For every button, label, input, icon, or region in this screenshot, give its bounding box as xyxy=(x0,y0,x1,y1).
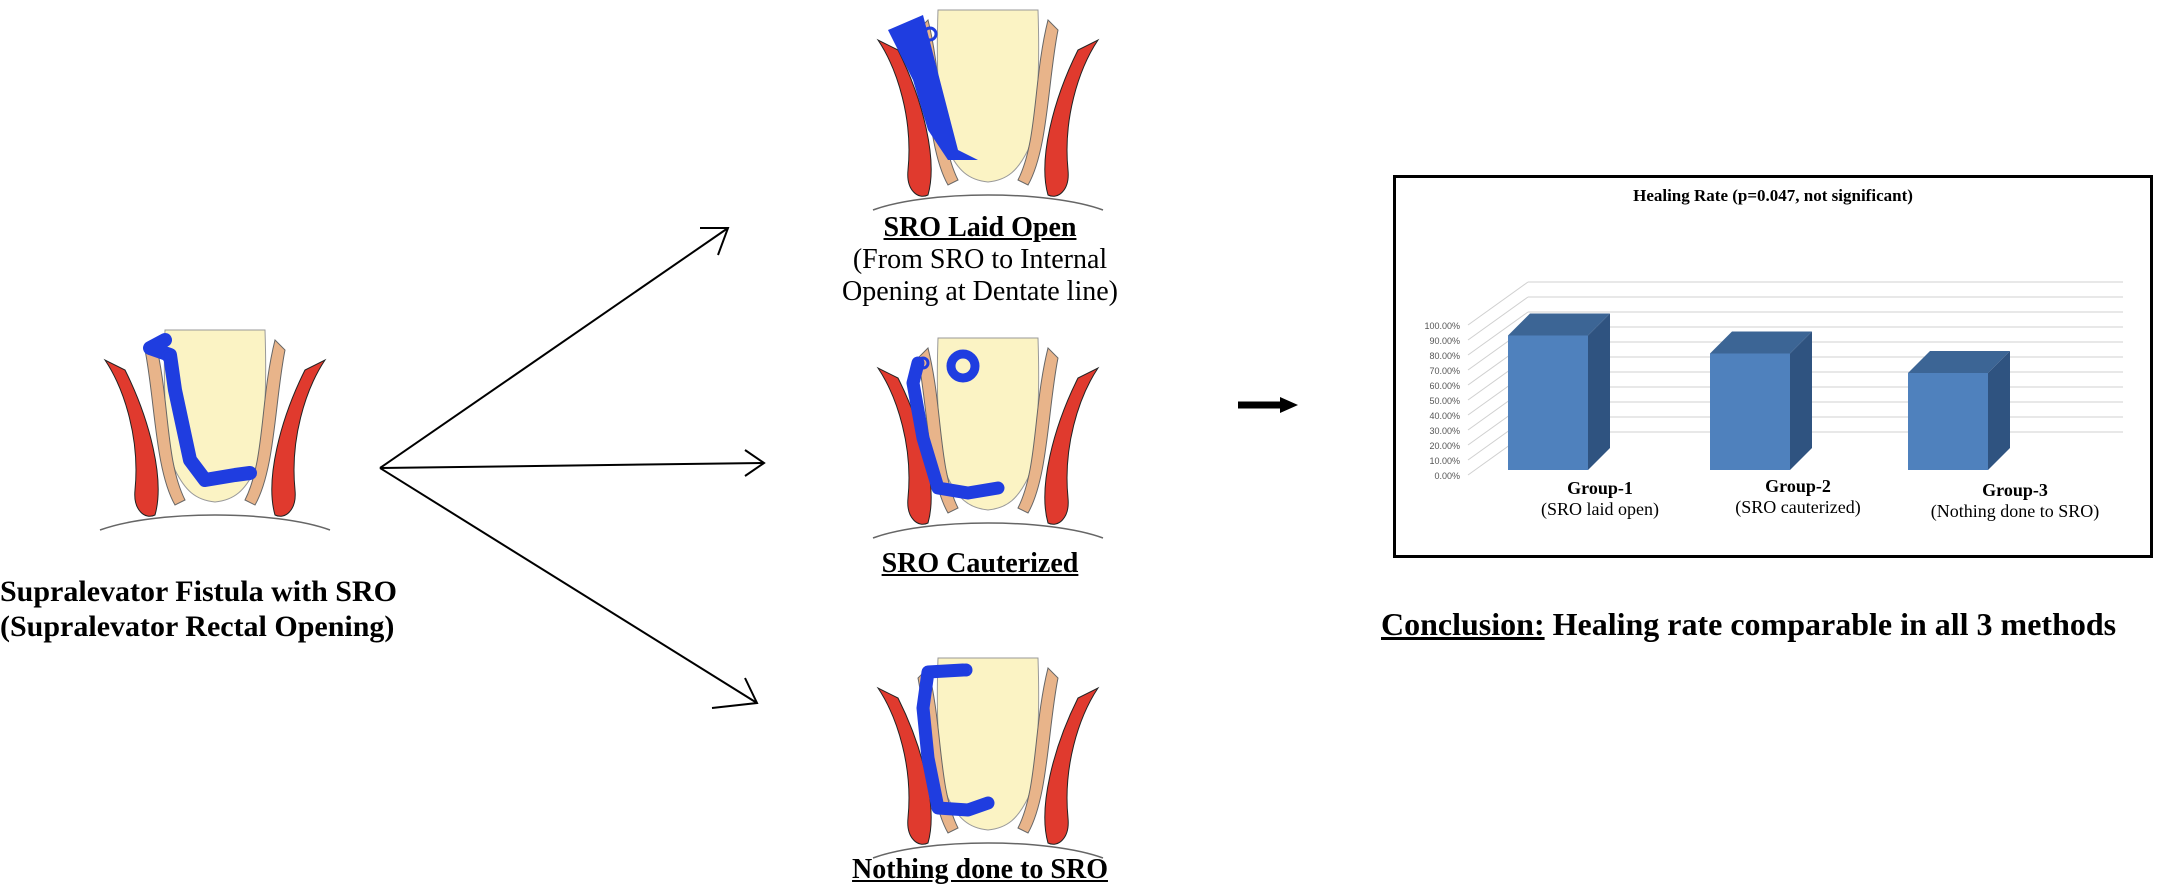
y-tick-label: 80.00% xyxy=(1429,351,1460,361)
group-label-3: Group-3 xyxy=(1982,480,2048,500)
option-title-cauterized: SRO Cauterized xyxy=(881,548,1079,579)
group-label-1: Group-1 xyxy=(1567,478,1633,498)
bar xyxy=(1908,373,1988,470)
option-sub2-laid-open: Opening at Dentate line) xyxy=(841,276,1118,308)
conclusion-text: Healing rate comparable in all 3 methods xyxy=(1544,606,2117,642)
y-tick-label: 40.00% xyxy=(1429,411,1460,421)
fistula-diagram-cauterized xyxy=(872,337,1104,539)
option-title-laid-open: SRO Laid Open xyxy=(883,212,1077,243)
bar-top xyxy=(1908,351,2010,373)
chart-box xyxy=(1393,175,2153,558)
y-tick-label: 20.00% xyxy=(1429,441,1460,451)
left-title-line1: Supralevator Fistula with SRO xyxy=(0,575,397,608)
result-arrow xyxy=(1238,397,1298,413)
gridline-diagonal xyxy=(1467,281,1529,326)
y-tick-label: 10.00% xyxy=(1429,456,1460,466)
y-tick-label: 60.00% xyxy=(1429,381,1460,391)
bar-top xyxy=(1710,331,1812,354)
y-tick-label: 100.00% xyxy=(1424,321,1460,331)
chart-title: Healing Rate (p=0.047, not significant) xyxy=(1633,186,1913,205)
y-tick-label: 0.00% xyxy=(1434,471,1460,481)
gridline-diagonal xyxy=(1467,311,1529,356)
y-tick-label: 50.00% xyxy=(1429,396,1460,406)
conclusion-label: Conclusion: xyxy=(1381,606,1545,642)
y-tick-label: 90.00% xyxy=(1429,336,1460,346)
gridline-diagonal xyxy=(1467,296,1529,341)
option-sub1-laid-open: (From SRO to Internal xyxy=(852,244,1108,276)
bar-side xyxy=(1790,331,1812,470)
fistula-diagram-left xyxy=(99,329,331,531)
left-title-line2: (Supralevator Rectal Opening) xyxy=(0,609,395,643)
healing-rate-chart: 0.00% 10.00% 20.00% 30.00% 40.00% 50.00% 60.00… xyxy=(1424,281,2123,481)
bar xyxy=(1508,335,1588,470)
conclusion: Conclusion: Healing rate comparable in a… xyxy=(1381,606,2116,643)
bar-side xyxy=(1588,313,1610,470)
group-sub-1: (SRO laid open) xyxy=(1541,498,1659,519)
fistula-diagram-laid-open xyxy=(872,9,1104,211)
bar-top xyxy=(1508,313,1610,336)
fistula-diagram-nothing-done xyxy=(872,657,1104,859)
group-sub-2: (SRO cauterized) xyxy=(1735,496,1861,517)
group-sub-3: (Nothing done to SRO) xyxy=(1930,500,2100,521)
bar-side xyxy=(1988,351,2010,470)
y-tick-label: 30.00% xyxy=(1429,426,1460,436)
bar xyxy=(1710,353,1790,470)
group-label-2: Group-2 xyxy=(1765,476,1831,496)
option-title-nothing-done: Nothing done to SRO xyxy=(852,854,1108,885)
y-tick-label: 70.00% xyxy=(1429,366,1460,376)
